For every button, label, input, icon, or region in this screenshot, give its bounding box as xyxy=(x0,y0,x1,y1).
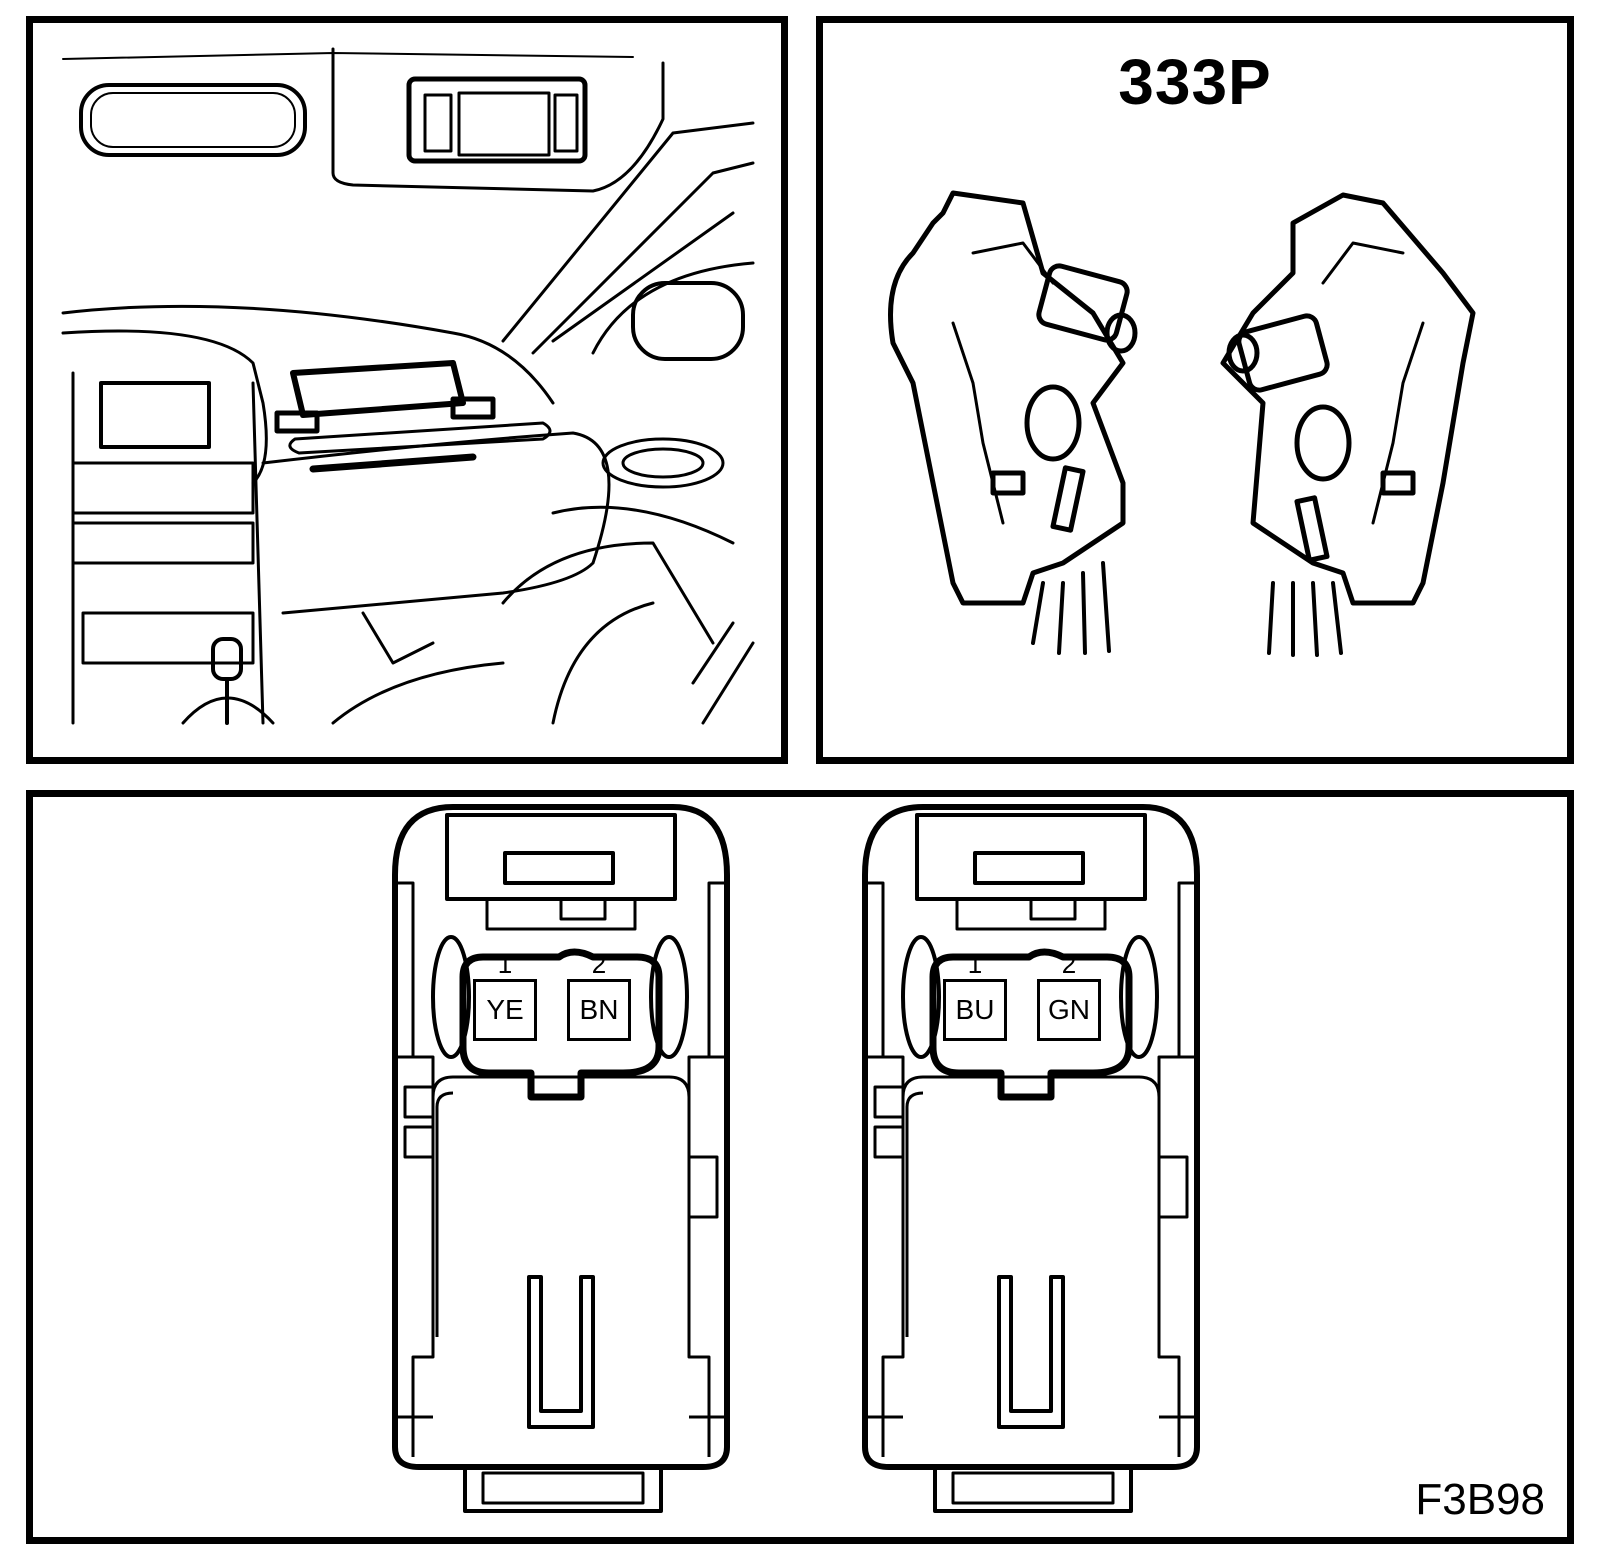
pin-number-left-1: 1 xyxy=(497,949,513,979)
overhead-module xyxy=(406,76,588,164)
pinout-panel: 1 2 YE BN 1 2 BU GN F3B98 xyxy=(26,790,1574,1544)
pin-color-right-2: GN xyxy=(1037,979,1101,1041)
connector-panel: 333P xyxy=(816,16,1574,764)
location-panel xyxy=(26,16,788,764)
connector-face-right xyxy=(865,807,1197,1511)
airbag-module xyxy=(290,360,466,418)
dashboard-location-drawing xyxy=(61,47,755,725)
connector-half-left xyxy=(888,190,1138,655)
pin-color-left-2: BN xyxy=(567,979,631,1041)
connector-perspective-drawing xyxy=(888,190,1476,657)
pin-color-right-1: BU xyxy=(943,979,1007,1041)
connector-id-label: 333P xyxy=(1118,46,1272,118)
pin-number-right-2: 2 xyxy=(1061,949,1077,979)
gear-lever xyxy=(211,637,243,681)
sun-visor xyxy=(331,47,665,193)
pin-number-left-2: 2 xyxy=(591,949,607,979)
pin-number-right-1: 1 xyxy=(967,949,983,979)
figure-code-label: F3B98 xyxy=(1415,1475,1545,1524)
pin-color-left-1: YE xyxy=(473,979,537,1041)
rear-view-mirror xyxy=(79,83,307,157)
pinout-drawing xyxy=(392,797,1567,1537)
connector-half-right xyxy=(1220,192,1476,657)
connector-face-left xyxy=(392,804,730,1513)
